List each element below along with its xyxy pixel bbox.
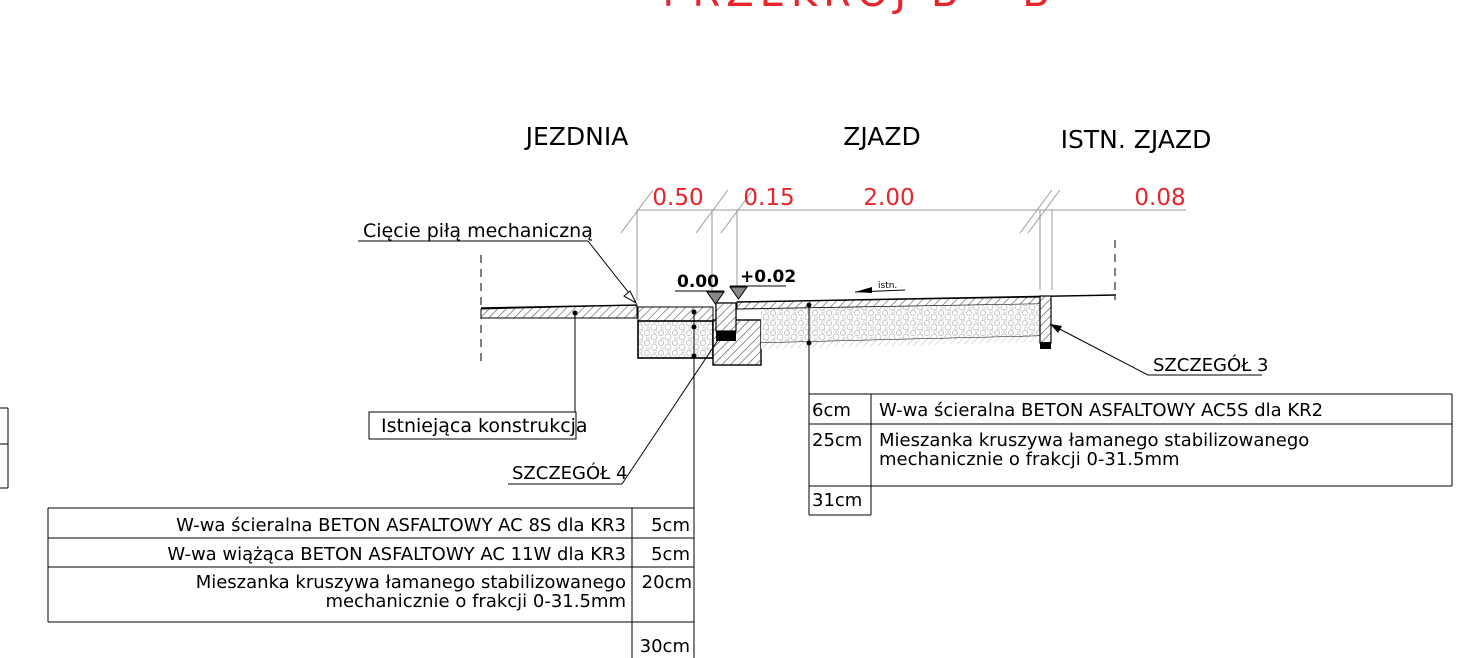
right-table-leader [806, 302, 812, 515]
right-layer-2-depth: 25cm [812, 430, 862, 451]
dimension-value-2: 0.15 [743, 185, 794, 211]
slope-label: istn. [878, 281, 897, 291]
left-layer-3-desc-line-1: Mieszanka kruszywa łamanego stabilizowan… [196, 572, 626, 593]
left-layer-2-depth: 5cm [651, 544, 690, 565]
detail-3-leader [1049, 323, 1262, 376]
right-layer-total: 31cm [812, 490, 862, 511]
left-layer-table [47, 507, 694, 658]
frame-fragment [0, 407, 9, 489]
left-layer-1-desc: W-wa ścieralna BETON ASFALTOWY AC 8S dla… [176, 515, 626, 536]
dimension-line [620, 189, 1186, 300]
left-layer-2-desc: W-wa wiążąca BETON ASFALTOWY AC 11W dla … [167, 544, 626, 565]
edge-detail [1039, 295, 1052, 349]
left-layer-3-desc-line-2: mechanicznie o frakcji 0-31.5mm [325, 591, 626, 612]
detail-3-label: SZCZEGÓŁ 3 [1153, 354, 1268, 376]
level-value-left: 0.00 [677, 272, 719, 292]
section-label-left: JEZDNIA [524, 122, 629, 151]
curb-detail [712, 302, 762, 366]
section-label-center: ZJAZD [843, 122, 921, 151]
existing-leader [572, 310, 578, 412]
dimension-value-4: 0.08 [1134, 185, 1185, 211]
left-layer-1-depth: 5cm [651, 515, 690, 536]
slope-arrow [854, 287, 906, 293]
level-marker-left [675, 290, 725, 305]
detail-4-leader [508, 339, 719, 485]
right-layer-table [809, 393, 1453, 516]
right-layer-1-desc: W-wa ścieralna BETON ASFALTOWY AC5S dla … [879, 400, 1323, 421]
saw-cut-label: Cięcie piłą mechaniczną [363, 220, 593, 242]
right-layer-2-desc-line-2: mechanicznie o frakcji 0-31.5mm [879, 449, 1180, 470]
existing-label-box [368, 411, 577, 440]
level-value-right: +0.02 [740, 267, 796, 287]
left-layer-total: 30cm [640, 636, 690, 657]
right-layer-2-desc-line-1: Mieszanka kruszywa łamanego stabilizowan… [879, 430, 1309, 451]
left-table-leader [691, 309, 697, 658]
dimension-value-3: 2.00 [863, 185, 914, 211]
right-layer-1-depth: 6cm [812, 400, 851, 421]
existing-label: Istniejąca konstrukcja [381, 415, 588, 437]
existing-pavement [480, 304, 638, 319]
detail-4-label: SZCZEGÓŁ 4 [512, 462, 627, 484]
left-pavement-block [637, 306, 714, 359]
left-layer-3-depth: 20cm [642, 572, 692, 593]
driveway-pavement [736, 294, 1117, 349]
dimension-value-1: 0.50 [652, 185, 703, 211]
saw-cut-leader [358, 240, 638, 305]
section-label-right: ISTN. ZJAZD [1061, 125, 1212, 154]
drawing-title: PRZEKRÓJ B - B [662, 0, 1055, 16]
level-marker-right [729, 285, 786, 300]
